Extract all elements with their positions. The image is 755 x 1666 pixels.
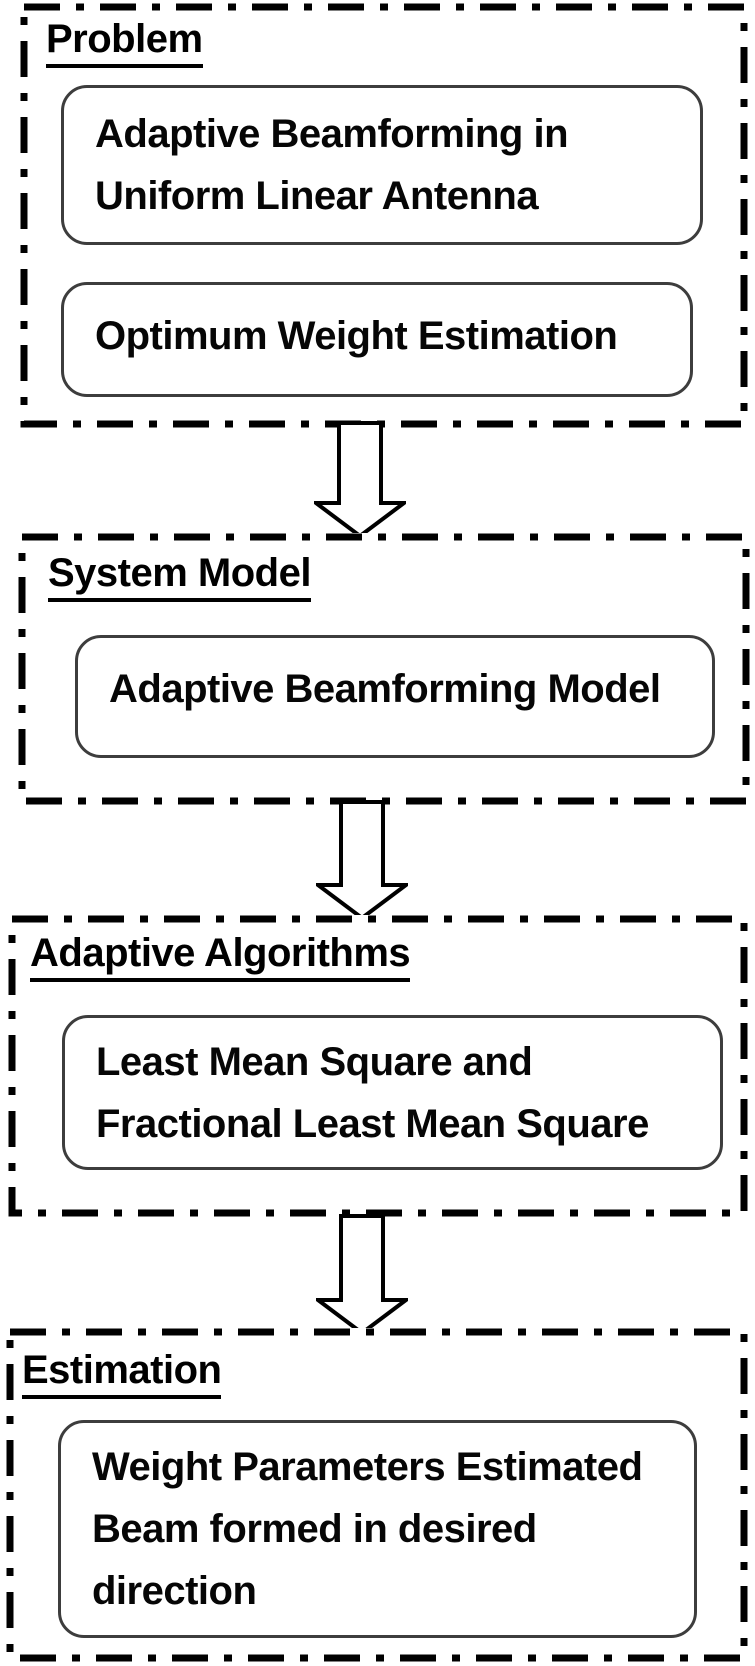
node-label: Adaptive Beamforming Model — [109, 666, 661, 711]
arrow-down-icon — [316, 800, 408, 921]
dash-dot-border — [8, 915, 748, 1217]
node-adaptive-beamforming-model: Adaptive Beamforming Model — [75, 635, 715, 758]
node-label: Least Mean Square and Fractional Least M… — [96, 1039, 649, 1146]
node-label: Adaptive Beamforming in Uniform Linear A… — [95, 112, 569, 218]
arrow-down-icon — [316, 1214, 408, 1336]
section-title-problem: Problem — [46, 17, 203, 68]
node-adaptive-beamforming-ula: Adaptive Beamforming in Uniform Linear A… — [61, 85, 703, 245]
dash-dot-border — [20, 3, 748, 428]
node-optimum-weight-estimation: Optimum Weight Estimation — [61, 282, 693, 397]
node-label: Weight Parameters Estimated Beam formed … — [92, 1445, 643, 1613]
section-title-text: Estimation — [22, 1348, 222, 1399]
node-weight-parameters-estimated: Weight Parameters Estimated Beam formed … — [58, 1420, 697, 1638]
node-label: Optimum Weight Estimation — [95, 313, 618, 358]
arrow-down-icon — [314, 421, 406, 539]
dash-dot-border — [6, 1328, 748, 1662]
section-title-system-model: System Model — [48, 551, 311, 602]
section-adaptive-algorithms: Adaptive Algorithms Least Mean Square an… — [8, 915, 748, 1217]
section-title-text: Problem — [46, 17, 203, 68]
section-system-model: System Model Adaptive Beamforming Model — [18, 533, 750, 805]
section-estimation: Estimation Weight Parameters Estimated B… — [6, 1328, 748, 1662]
section-problem: Problem Adaptive Beamforming in Uniform … — [20, 3, 748, 428]
node-lms-flms: Least Mean Square and Fractional Least M… — [62, 1015, 723, 1170]
section-title-estimation: Estimation — [22, 1348, 222, 1399]
section-title-text: System Model — [48, 551, 311, 602]
section-title-adaptive-algorithms: Adaptive Algorithms — [30, 931, 411, 982]
section-title-text: Adaptive Algorithms — [30, 931, 411, 982]
